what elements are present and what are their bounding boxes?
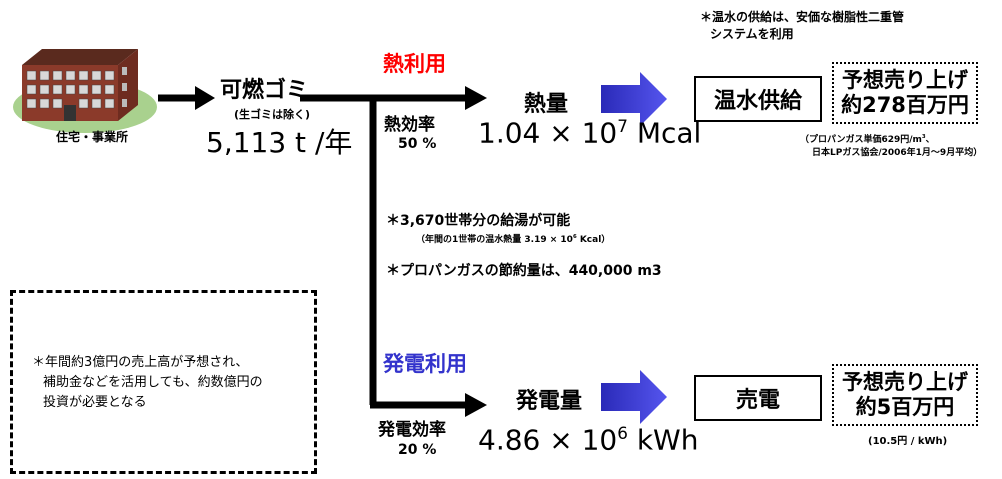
power-sale-box: 売電 bbox=[694, 375, 822, 421]
heat-sales-box: 予想売り上げ 約278百万円 bbox=[832, 62, 978, 124]
power-branch-label: 発電利用 bbox=[383, 352, 467, 376]
heat-efficiency-label: 熱効率 bbox=[384, 115, 435, 135]
heat-blue-arrow bbox=[601, 72, 667, 126]
households-subnote: （年間の1世帯の温水熱量 3.19 × 106 Kcal） bbox=[416, 234, 611, 245]
power-efficiency-label: 発電効率 bbox=[378, 420, 446, 440]
top-note-line1: ＊温水の供給は、安価な樹脂性二重管 bbox=[700, 10, 905, 24]
heat-output-label: 熱量 bbox=[524, 92, 569, 117]
investment-note-text: ＊年間約3億円の売上高が予想され、 補助金などを活用しても、約数億円の 投資が必… bbox=[32, 353, 312, 413]
hot-water-supply-box: 温水供給 bbox=[694, 76, 822, 122]
combustible-note: (生ゴミは除く) bbox=[234, 108, 311, 121]
households-note: ＊3,670世帯分の給湯が可能 bbox=[386, 213, 571, 229]
investment-note-line1: ＊年間約3億円の売上高が予想され、 bbox=[32, 355, 249, 370]
top-note-line2: システムを利用 bbox=[710, 27, 794, 41]
apartment-building-icon bbox=[13, 49, 157, 133]
source-to-garbage-arrow bbox=[158, 86, 215, 110]
heat-price-note-line1: （プロパンガス単価629円/m3、 bbox=[800, 134, 935, 145]
heat-efficiency-value: 50 % bbox=[398, 136, 437, 152]
heat-output-value: 1.04 × 107 Mcal bbox=[478, 116, 702, 150]
power-output-value: 4.86 × 106 kWh bbox=[478, 423, 699, 457]
power-sales-box: 予想売り上げ 約5百万円 bbox=[832, 364, 978, 426]
source-label: 住宅・事業所 bbox=[56, 130, 129, 144]
power-blue-arrow bbox=[601, 370, 667, 424]
heat-price-note-line2: 日本LPガス協会/2006年1月～9月平均） bbox=[812, 148, 983, 158]
investment-note-line3: 投資が必要となる bbox=[43, 395, 147, 410]
combustible-title: 可燃ゴミ bbox=[220, 78, 309, 103]
investment-note-box bbox=[10, 290, 317, 474]
investment-note-line2: 補助金などを活用しても、約数億円の bbox=[43, 375, 263, 390]
power-sales-line1: 予想売り上げ bbox=[842, 369, 968, 394]
heat-sales-line2: 約278百万円 bbox=[841, 93, 969, 117]
power-sales-line2: 約5百万円 bbox=[855, 395, 955, 419]
combustible-amount: 5,113 t /年 bbox=[206, 126, 353, 159]
propane-note: ＊プロパンガスの節約量は、440,000 m3 bbox=[386, 263, 662, 279]
branch-trunk bbox=[300, 86, 487, 417]
heat-branch-label: 熱利用 bbox=[383, 52, 446, 76]
power-output-label: 発電量 bbox=[516, 389, 583, 414]
heat-sales-line1: 予想売り上げ bbox=[842, 67, 968, 92]
power-efficiency-value: 20 % bbox=[398, 442, 437, 458]
power-price-note: (10.5円 / kWh) bbox=[868, 436, 948, 447]
